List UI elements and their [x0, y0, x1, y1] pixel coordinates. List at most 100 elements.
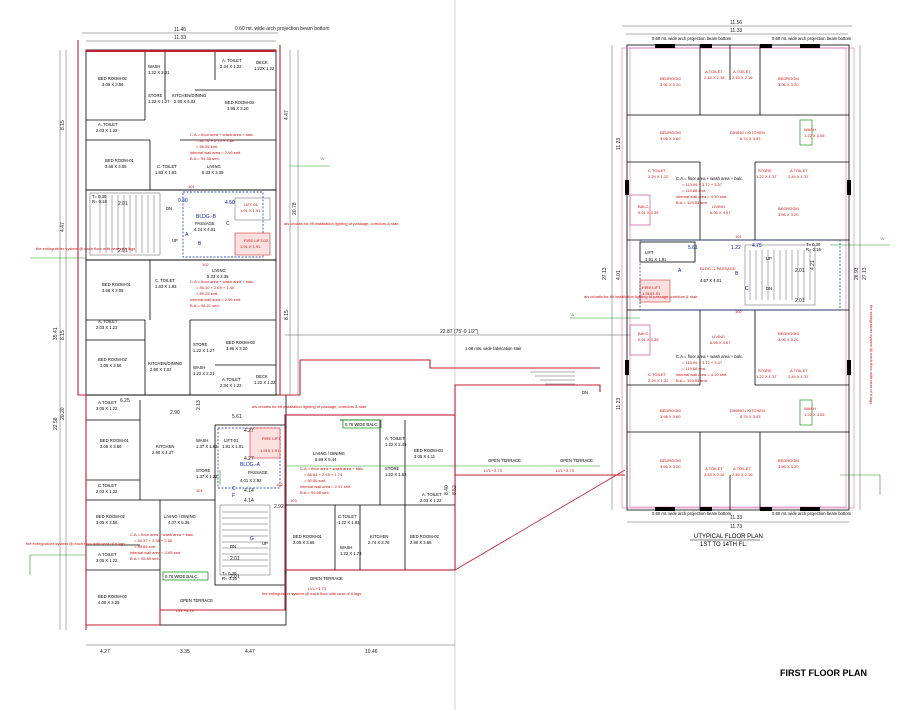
- up-mark: UP: [766, 256, 772, 261]
- fire-lift-label: FIRE LIFT: [642, 285, 661, 290]
- room-label: BED ROOM-01: [293, 534, 323, 539]
- room-size: 6.74 X 3.03: [740, 136, 761, 141]
- left-mid-dim-2: 2.90: [170, 410, 180, 416]
- room-size: 3.05 X 1.22: [96, 558, 118, 563]
- beam-label: 0.60 mt. wide arch projection beam botto…: [772, 36, 852, 41]
- left-beam-label: 0.60 mt. wide arch projection beam botto…: [235, 26, 330, 32]
- area-note-line: = 84.37 + 2.38 + 2.56: [134, 538, 173, 543]
- room-size: 3.05 X 3.66: [293, 540, 315, 545]
- room-label: BEDROOM: [660, 458, 681, 463]
- room-size: 2.90 X 4.37: [152, 450, 174, 455]
- area-note-line: = 113.09 + 3.72 + 3.07: [682, 182, 723, 187]
- room-label: WASH: [340, 545, 352, 550]
- mark-g: G: [250, 536, 254, 542]
- area-note-line: C.A.= floor area + wash area + balc.: [676, 176, 743, 181]
- room-label: BED ROOM-01: [102, 282, 132, 287]
- room-label: WASH: [193, 365, 205, 370]
- passage-dim: 4.75: [752, 243, 762, 249]
- plan-title: UTYPICAL FLOOR PLAN: [694, 534, 763, 540]
- balc-label: 0.76 WIDE BALC.: [165, 574, 199, 579]
- room-size: 1.22 X 1.52: [385, 472, 407, 477]
- up-mark: UP: [262, 541, 268, 546]
- dn-mark: DN: [766, 286, 772, 291]
- right-side-dim-5: 26.93: [854, 267, 860, 280]
- room-size: 3.96 X 3.20: [227, 106, 249, 111]
- left-top-dim-2: 11.33: [174, 35, 186, 41]
- mark-a: A: [185, 232, 189, 238]
- room-size: 2.44 X 1.37: [788, 374, 809, 379]
- terrace-label: OPEN TERRACE: [488, 458, 521, 463]
- area-note-line: = 85.10 + 2.69 + 1.40: [196, 285, 235, 290]
- beam-label: 0.60 mt. wide arch projection beam botto…: [772, 511, 852, 516]
- room-size: 6.74 X 3.03: [740, 414, 761, 419]
- stair-dim: 2.01: [230, 574, 240, 580]
- room-size: 3.96 X 3.20: [660, 464, 681, 469]
- left-side-dim-7: 4.47: [284, 110, 290, 120]
- room-label: WASH: [804, 127, 816, 132]
- room-size: 3.96 X 3.20: [778, 212, 799, 217]
- room-size: 2.45 X 2.16: [732, 75, 753, 80]
- room-size: 2.03 X 1.22: [420, 498, 442, 503]
- area-note-line: = 90.56 smt.: [304, 478, 326, 483]
- room-label: BED ROOM-03: [414, 448, 444, 453]
- room-label: LIFT-01: [224, 438, 239, 443]
- left-side-dim-1: 8.15: [60, 120, 66, 130]
- dn-label: DN: [582, 390, 588, 395]
- room-size: 3.96 X 3.20: [778, 337, 799, 342]
- tread-label: R= 0.16: [222, 576, 237, 581]
- left-bottom-dim-2: 3.35: [180, 649, 190, 655]
- area-note-line: = 81.76 + 2.70 + 1.80: [196, 138, 235, 143]
- room-size: 2.45 X 2.16: [732, 472, 753, 477]
- room-size: 1.22 X 1.27: [148, 99, 170, 104]
- room-label: A.TOILET: [222, 377, 241, 382]
- mid-side-dim-2: 8.52: [452, 485, 458, 495]
- room-label: C. TOILET: [155, 278, 175, 283]
- room-label: C.TOILET: [648, 168, 666, 173]
- stair-dim: 4.27: [244, 456, 254, 462]
- page-title: FIRST FLOOR PLAN: [780, 668, 867, 678]
- room-label: FIRE LIFT: [262, 436, 281, 441]
- room-size: 3.98 X 3.60: [660, 414, 681, 419]
- marker: A: [678, 268, 682, 274]
- area-note-line: C.A.= floor area + wash area + balc.: [130, 532, 194, 537]
- room-size: 1.22 X 2.21: [148, 70, 170, 75]
- left-bottom-dim-1: 4.27: [100, 649, 110, 655]
- passage-size: 4.67 X 4.01: [700, 278, 722, 283]
- room-label: C.TOILET: [648, 372, 666, 377]
- room-label: BED ROOM-01: [100, 438, 130, 443]
- terrace-label: OPEN TERRACE: [560, 458, 593, 463]
- room-label: STORE: [196, 468, 211, 473]
- room-size: 2.74 X 3.76: [368, 540, 390, 545]
- room-label: DECK: [256, 60, 268, 65]
- room-size: 4.00 X 3.25: [98, 600, 120, 605]
- span-dim: 22.87 (75'-0 1/2"): [440, 329, 479, 335]
- lift-note: als crioatis for lift installation light…: [252, 404, 367, 409]
- room-label: BEDROOM: [660, 130, 681, 135]
- room-label: LIVING: [207, 164, 221, 169]
- left-top-dim-1: 11.46: [174, 27, 186, 33]
- section-mark: "A": [570, 312, 576, 317]
- room-label: LIVING / DINING: [313, 451, 345, 456]
- terrace-lvl: LVL +3.73: [308, 586, 327, 591]
- passage-size: 4.24 X 4.01: [194, 227, 216, 232]
- mark-102: 102: [735, 309, 742, 314]
- room-size: 5.33 X 3.35: [202, 170, 224, 175]
- stair-dim: 2.01: [795, 298, 805, 304]
- room-size: 2.45 X 2.16: [704, 472, 725, 477]
- room-size: 1.91X 1.91: [260, 448, 280, 453]
- left-side-dim-6: 22.58: [53, 417, 59, 430]
- room-size: 3.05 X 3.66: [100, 444, 122, 449]
- mid-side-dim-1: 8.40: [444, 485, 450, 495]
- room-size: 3.96 X 3.20: [660, 82, 681, 87]
- room-label: BEDROOM: [660, 76, 681, 81]
- mark-102: 102: [276, 482, 283, 487]
- area-note-line: = 119.88 smt.: [682, 188, 706, 193]
- room-size: 3.98 X 3.60: [660, 136, 681, 141]
- plan-subtitle: 1ST TO 14TH FL.: [700, 542, 748, 548]
- tread-label: T= 0.30: [92, 194, 107, 199]
- room-size: 6.95 X 4.67: [710, 210, 731, 215]
- lift-size: 1.91 X 1.91: [645, 257, 667, 262]
- marker: C: [745, 286, 749, 292]
- lift-label: LIFT: [645, 250, 654, 255]
- room-size: 5.69 X 5.44: [315, 457, 337, 462]
